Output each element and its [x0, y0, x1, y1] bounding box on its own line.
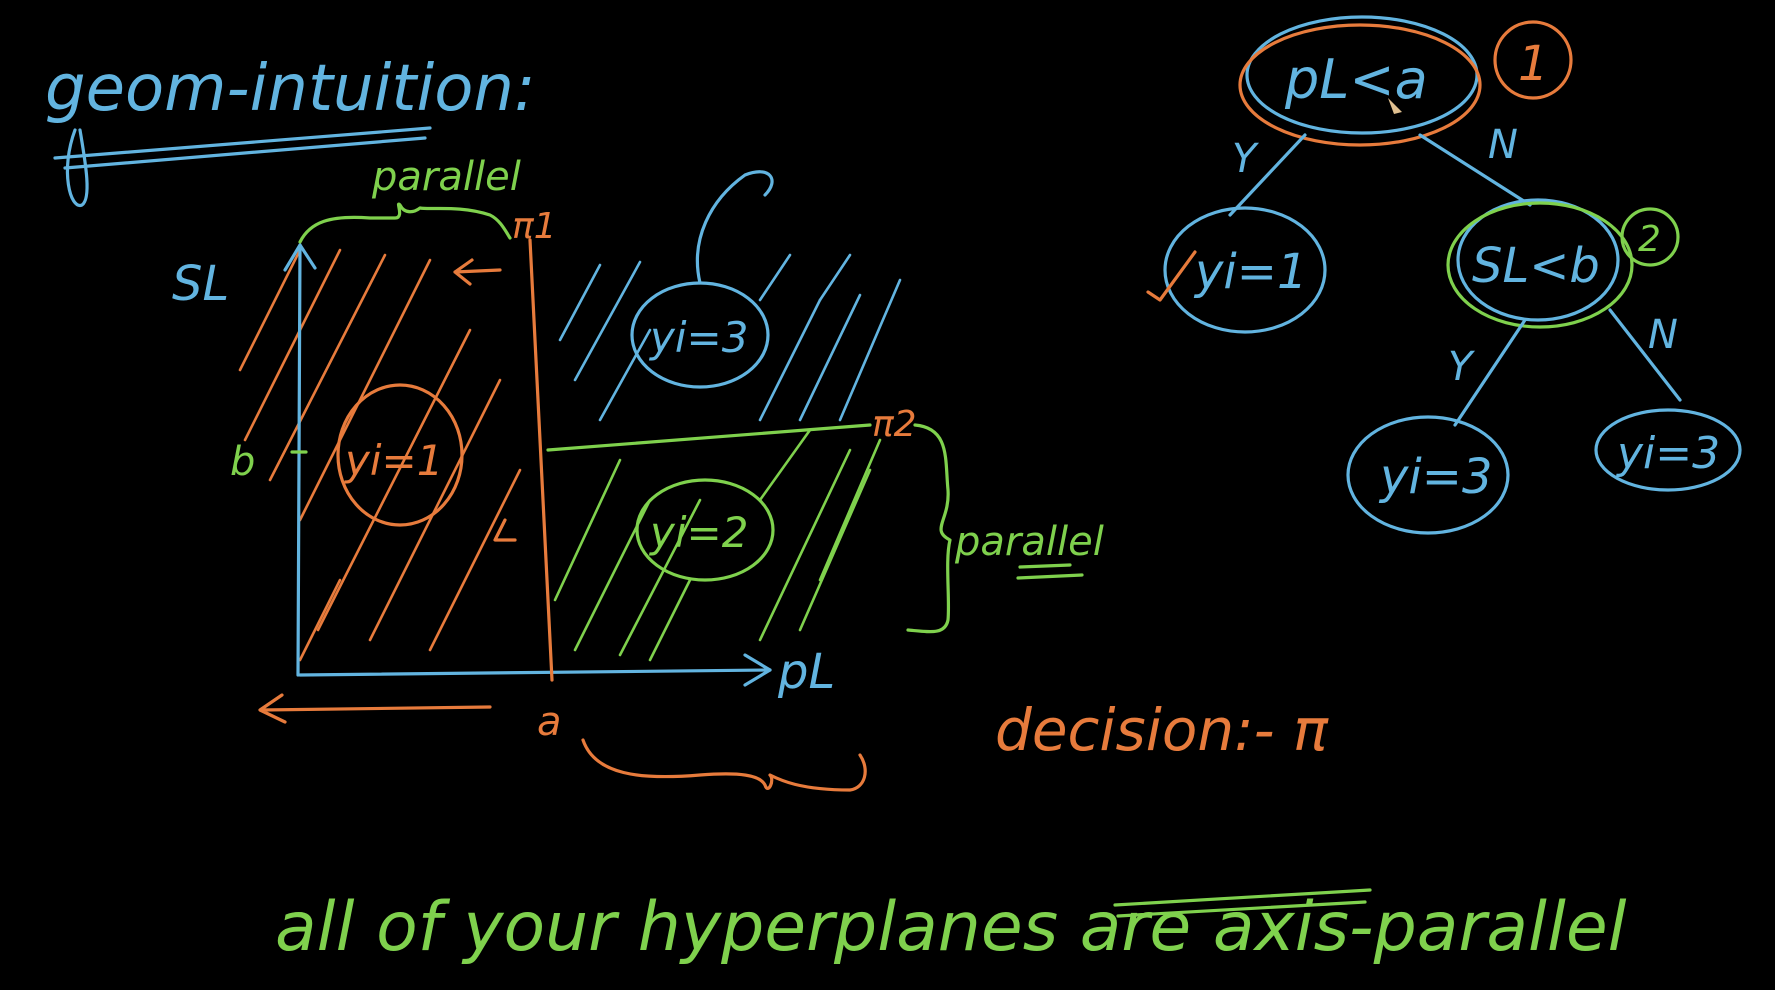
- x-axis-arrowhead: [743, 653, 772, 687]
- hatch-bottom-right-region: [553, 428, 882, 662]
- tree-edge-root-no-label: N: [1488, 122, 1518, 168]
- tree-inner-node-outline: [1456, 198, 1620, 322]
- y-axis: [296, 243, 302, 677]
- heading-underline: [53, 126, 432, 170]
- top-brace: [298, 202, 512, 244]
- threshold-a-label: a: [537, 699, 562, 745]
- tree-root-index-circle: [1493, 20, 1573, 100]
- footer-note: all of your hyperplanes are axis-paralle…: [275, 888, 1627, 967]
- tree-edge-root-no: [1418, 133, 1532, 207]
- tree-left-leaf-check: [1146, 250, 1197, 302]
- decision-note: decision:- π: [995, 696, 1329, 764]
- y-axis-arrowhead: [283, 243, 317, 272]
- tree-inner-right-leaf-circle: [1594, 408, 1742, 492]
- plane-1-label: π1: [512, 206, 557, 247]
- bottom-brace: [581, 738, 867, 792]
- region-left-label: yi=1: [343, 436, 443, 485]
- tree-root-highlight: [1238, 23, 1482, 147]
- hatch-left-region: [238, 248, 522, 662]
- tree-left-leaf: yi=1: [1193, 244, 1308, 300]
- region-left-circle: [336, 383, 464, 527]
- region-top-right-arrow: [695, 170, 774, 285]
- top-brace-label: parallel: [371, 154, 521, 200]
- tree-left-leaf-circle: [1163, 206, 1327, 334]
- tree-edge-inner-no-label: N: [1648, 312, 1678, 358]
- region-bottom-right-label: yi=2: [648, 508, 748, 557]
- x-axis-label: pL: [777, 644, 835, 700]
- tree-inner-highlight: [1446, 201, 1634, 329]
- pencil-cursor-icon: [1388, 98, 1402, 114]
- right-brace-underline: [1016, 563, 1084, 580]
- region-bottom-right-circle: [635, 478, 775, 582]
- down-arrow: [493, 518, 517, 542]
- y-axis-label: SL: [172, 256, 229, 312]
- heading-loop: [65, 128, 89, 207]
- heading: geom-intuition:: [45, 52, 536, 126]
- hatch-top-right-region: [558, 253, 902, 422]
- tree-root-index: 1: [1518, 36, 1549, 92]
- tree-root-condition: pL<a: [1284, 48, 1428, 111]
- tree-edge-root-yes: [1228, 133, 1307, 217]
- tree-inner-index-circle: [1620, 207, 1680, 267]
- tree-inner-left-leaf: yi=3: [1378, 449, 1493, 505]
- tree-inner-condition: SL<b: [1472, 238, 1600, 294]
- plane-1-line: [528, 238, 554, 682]
- plane-2-line: [546, 423, 872, 452]
- tree-inner-right-leaf: yi=3: [1615, 428, 1720, 479]
- tree-edge-root-yes-label: Y: [1232, 136, 1260, 182]
- tree-edge-inner-no: [1608, 308, 1682, 402]
- x-axis: [298, 668, 772, 677]
- region-arrow: [453, 258, 502, 286]
- tree-edge-inner-yes-label: Y: [1448, 344, 1476, 390]
- tree-inner-index: 2: [1638, 219, 1661, 260]
- right-brace: [906, 423, 952, 634]
- tree-inner-left-leaf-circle: [1346, 415, 1510, 535]
- plane-2-label: π2: [872, 404, 917, 445]
- tree-edge-inner-yes: [1453, 318, 1527, 427]
- region-top-right-label: yi=3: [648, 313, 748, 362]
- threshold-b-label: b: [230, 439, 255, 485]
- right-brace-label: parallel: [954, 519, 1104, 565]
- footer-underline: [1113, 888, 1372, 918]
- left-arrow: [258, 693, 492, 724]
